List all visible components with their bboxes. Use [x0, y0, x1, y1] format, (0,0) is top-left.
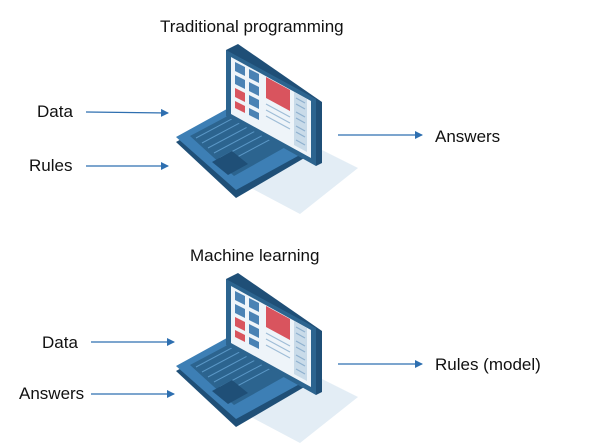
input-label-data-2: Data: [42, 333, 78, 352]
output-label-rules-model-2: Rules (model): [435, 355, 541, 374]
laptop-icon: [175, 272, 359, 444]
laptop-icon: [175, 43, 359, 215]
section-title-traditional: Traditional programming: [160, 17, 344, 36]
arrow-right-icon: [85, 108, 169, 117]
input-label-rules-1: Rules: [29, 156, 73, 175]
output-label-answers-1: Answers: [435, 127, 501, 146]
input-label-data-1: Data: [37, 102, 73, 121]
input-label-answers-2: Answers: [19, 384, 85, 403]
section-title-ml: Machine learning: [190, 246, 320, 265]
